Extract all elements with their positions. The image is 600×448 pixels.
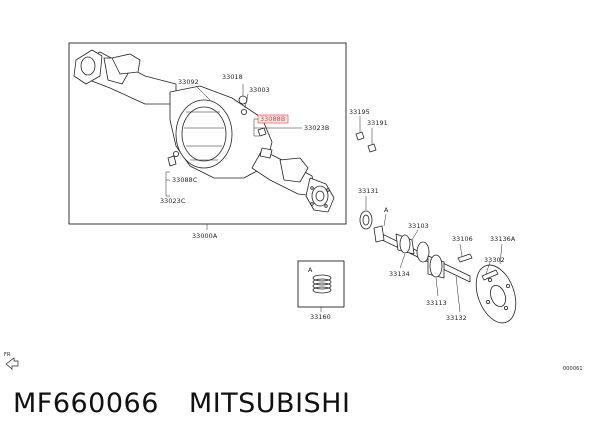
label-fr: FR: [4, 352, 11, 358]
spring-kit-box: [297, 260, 345, 308]
label-33003[interactable]: 33003: [249, 86, 270, 94]
right-leaders: [359, 116, 503, 313]
label-33302[interactable]: 33302: [484, 256, 505, 264]
label-33134[interactable]: 33134: [389, 270, 410, 278]
right-parts: [355, 131, 517, 324]
label-33106[interactable]: 33106: [452, 235, 473, 243]
housing-leaders: [165, 84, 302, 230]
label-33136a[interactable]: 33136A: [490, 235, 516, 243]
part-number: MF660066: [13, 388, 159, 419]
label-33023c[interactable]: 33023C: [160, 197, 186, 205]
highlight-33088b: [257, 114, 289, 124]
label-33191[interactable]: 33191: [367, 119, 388, 127]
label-33088c[interactable]: 33088C: [172, 176, 198, 184]
label-33131[interactable]: 33131: [358, 187, 379, 195]
label-a-upper: A: [384, 206, 389, 214]
axle-housing-box: [68, 42, 347, 225]
label-a-box: A: [308, 266, 313, 274]
label-33088b[interactable]: 33088B: [260, 115, 285, 123]
label-33132[interactable]: 33132: [446, 314, 467, 322]
axle-housing-drawing: [73, 49, 335, 213]
label-33160[interactable]: 33160: [310, 313, 331, 321]
brand-name: MITSUBISHI: [188, 388, 351, 419]
spring-drawing: [312, 274, 332, 294]
label-33023b[interactable]: 33023B: [304, 124, 329, 132]
label-33018[interactable]: 33018: [222, 73, 243, 81]
reference-code: 000061: [563, 366, 583, 372]
fr-arrow-icon: [5, 357, 19, 370]
label-33092[interactable]: 33092: [178, 78, 199, 86]
label-33000a[interactable]: 33000A: [192, 232, 218, 240]
part-caption: MF660066 MITSUBISHI: [13, 388, 350, 419]
label-33103[interactable]: 33103: [408, 222, 429, 230]
label-33195[interactable]: 33195: [349, 108, 370, 116]
label-33113[interactable]: 33113: [426, 299, 447, 307]
